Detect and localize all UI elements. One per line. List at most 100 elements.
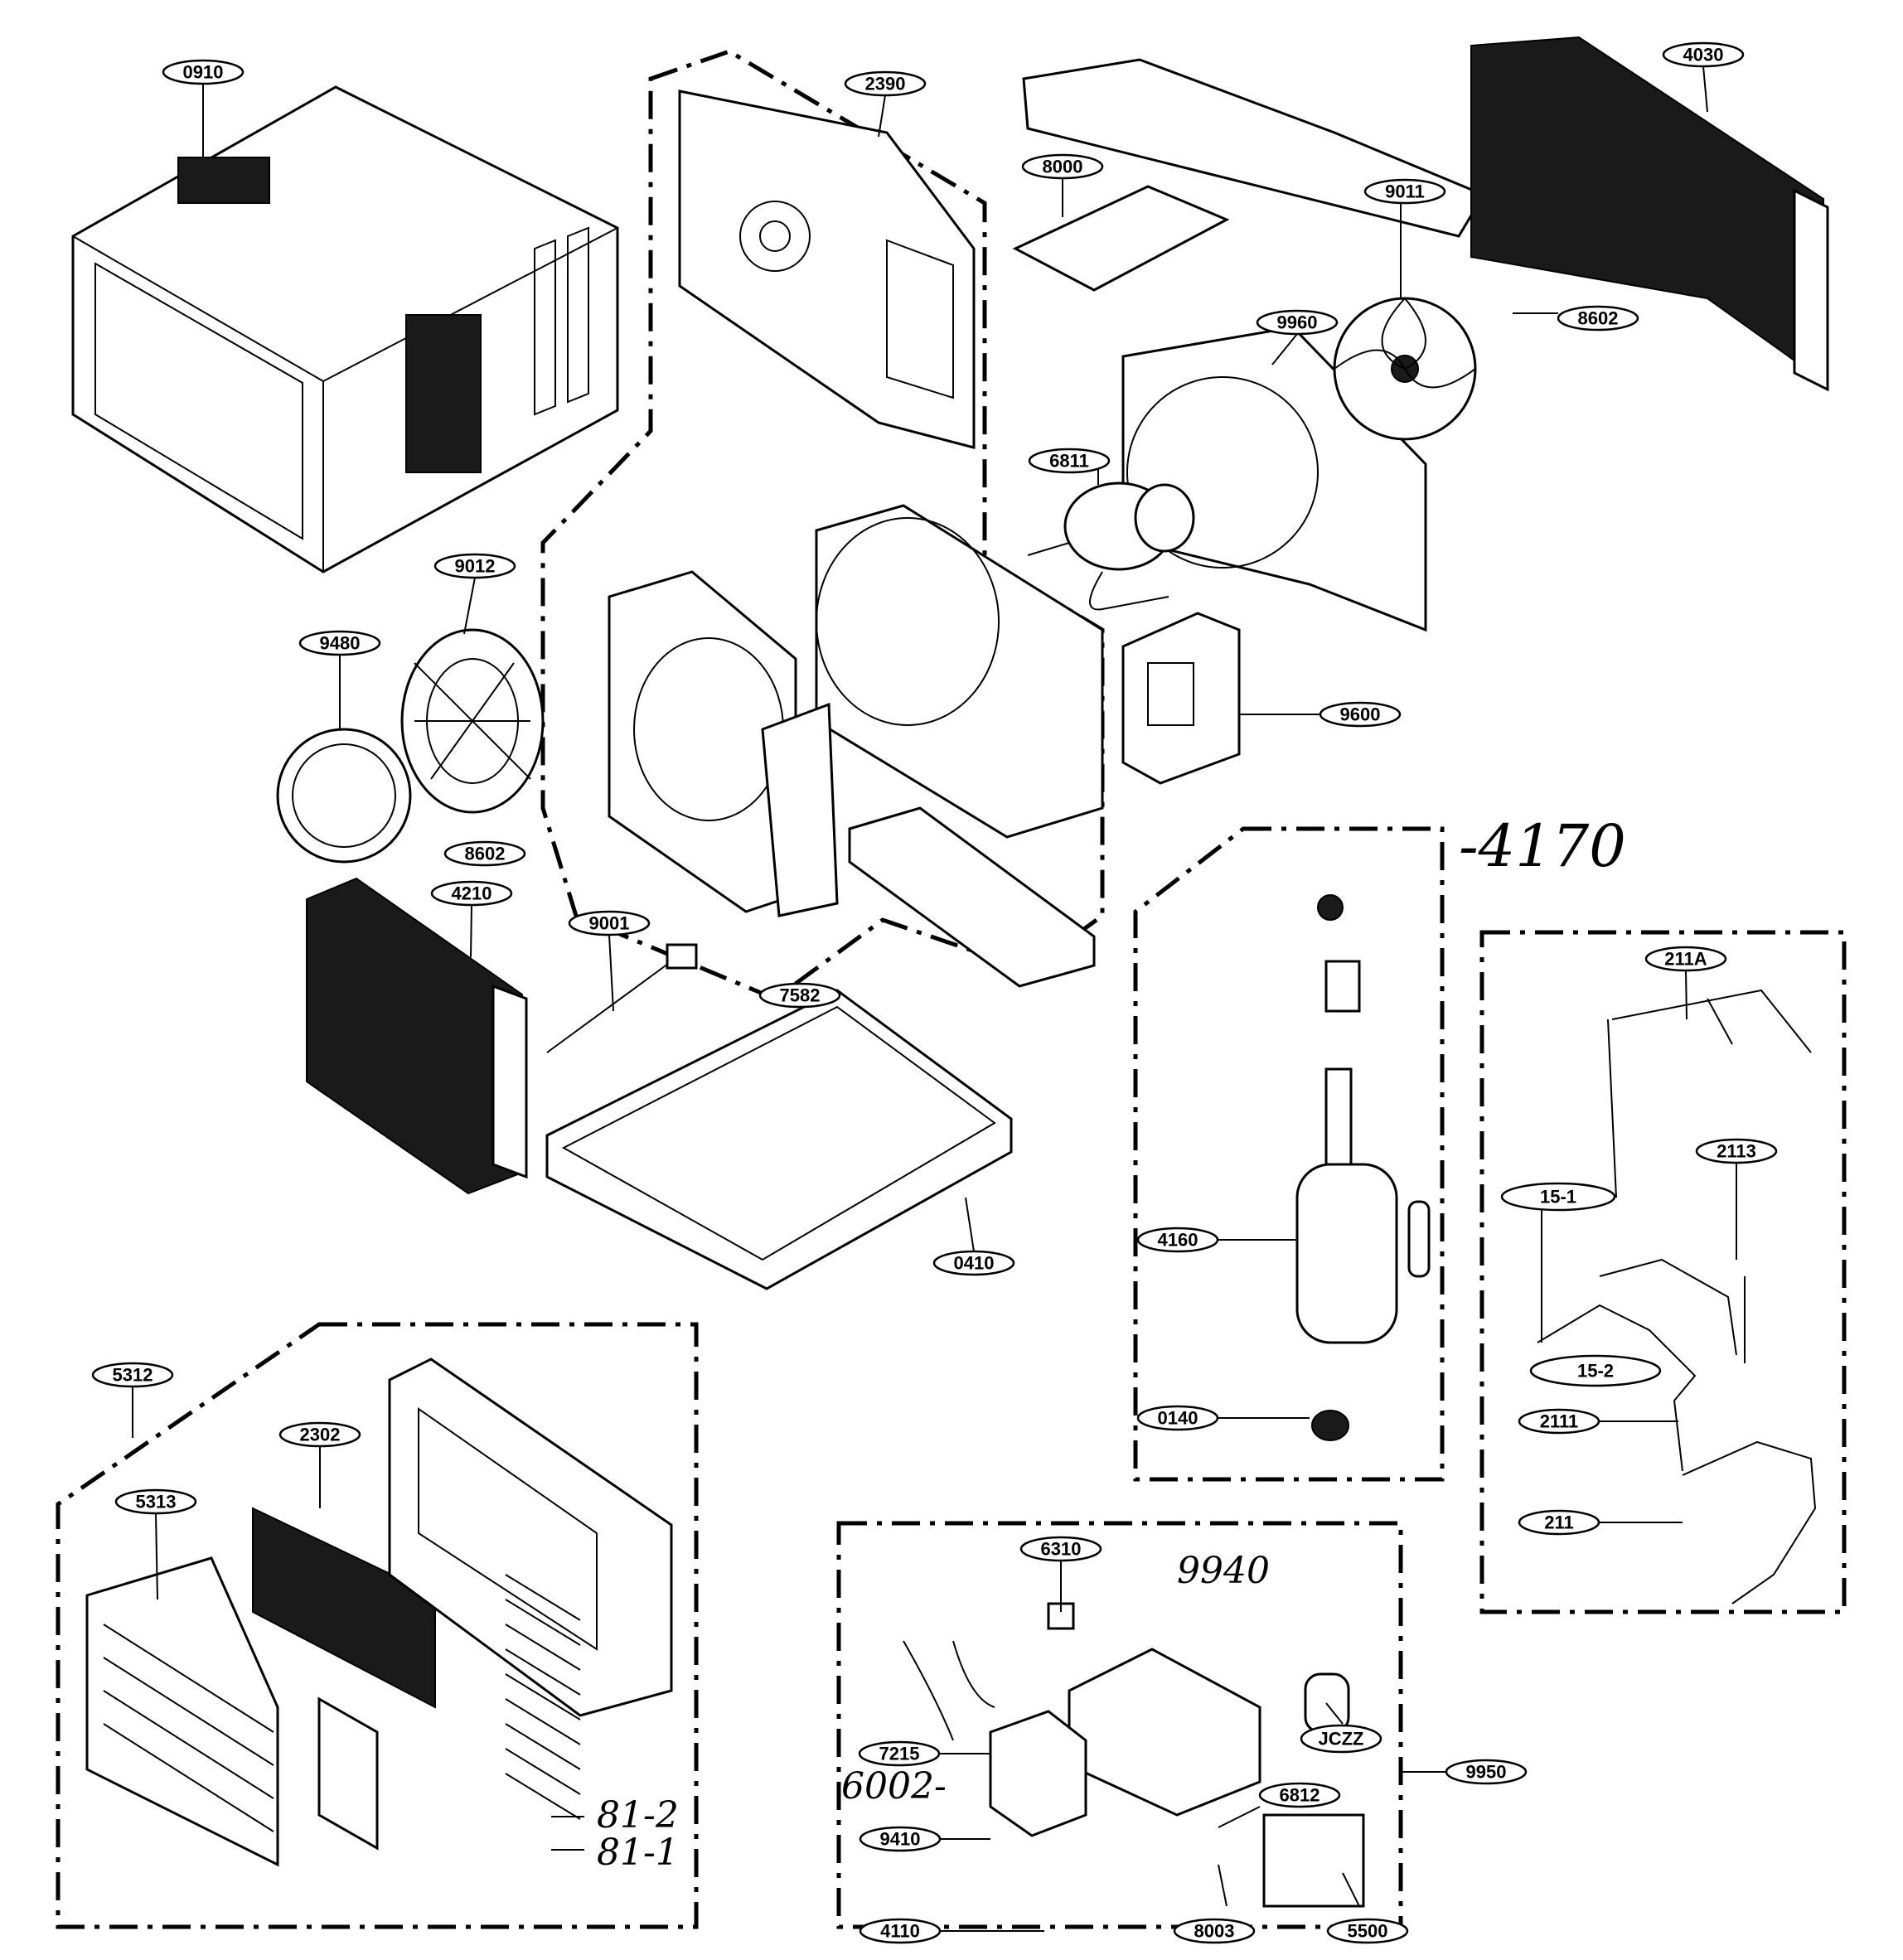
tag-9011: 9011 xyxy=(1363,178,1446,205)
refrigerant-tubes xyxy=(1537,989,1817,1604)
svg-text:9012: 9012 xyxy=(455,556,496,577)
svg-text:5313: 5313 xyxy=(136,1492,177,1512)
tag-211: 211 xyxy=(1518,1509,1600,1536)
svg-text:4160: 4160 xyxy=(1158,1230,1198,1251)
svg-text:9410: 9410 xyxy=(880,1829,921,1850)
tag-9480: 9480 xyxy=(298,630,381,656)
tag-4030: 4030 xyxy=(1662,41,1745,68)
tag-9001: 9001 xyxy=(568,910,651,936)
blower-scroll-housing xyxy=(815,504,1104,839)
louvers xyxy=(505,1574,581,1820)
svg-text:5312: 5312 xyxy=(113,1365,153,1386)
tag-0140: 0140 xyxy=(1136,1405,1219,1431)
condenser-fan-blade xyxy=(1333,297,1477,441)
svg-text:6310: 6310 xyxy=(1041,1539,1082,1560)
svg-text:211: 211 xyxy=(1544,1512,1574,1533)
svg-text:2111: 2111 xyxy=(1540,1411,1579,1432)
handwritten-9940: 9940 xyxy=(1177,1550,1270,1592)
base-pan xyxy=(545,989,1013,1290)
tag-8000: 8000 xyxy=(1021,153,1104,180)
tag-7582: 7582 xyxy=(758,982,841,1009)
cabinet-shell xyxy=(71,85,619,573)
svg-text:6812: 6812 xyxy=(1280,1785,1320,1806)
svg-text:7582: 7582 xyxy=(780,985,821,1006)
svg-text:8003: 8003 xyxy=(1194,1921,1235,1942)
tag-4110: 4110 xyxy=(859,1918,942,1944)
thermistor-sensor xyxy=(546,943,698,1053)
tag-5313: 5313 xyxy=(114,1488,197,1515)
svg-text:2302: 2302 xyxy=(300,1425,341,1445)
handwritten-81-2: 81-2 xyxy=(597,1794,679,1837)
svg-text:8000: 8000 xyxy=(1043,157,1083,177)
tag-15-2: 15-2 xyxy=(1529,1354,1662,1387)
svg-text:4210: 4210 xyxy=(452,883,492,904)
tag-6812: 6812 xyxy=(1258,1782,1341,1808)
tag-9410: 9410 xyxy=(859,1826,942,1852)
svg-text:JCZZ: JCZZ xyxy=(1319,1729,1364,1749)
svg-text:8602: 8602 xyxy=(465,844,506,864)
svg-text:15-1: 15-1 xyxy=(1540,1187,1576,1207)
svg-text:7215: 7215 xyxy=(879,1744,920,1764)
tag-15-1: 15-1 xyxy=(1500,1182,1616,1212)
svg-text:9001: 9001 xyxy=(589,913,630,934)
tag-9950: 9950 xyxy=(1445,1759,1528,1785)
svg-text:0140: 0140 xyxy=(1158,1408,1198,1429)
tag-0410: 0410 xyxy=(932,1250,1015,1276)
tag-6811: 6811 xyxy=(1028,448,1111,474)
svg-text:2113: 2113 xyxy=(1717,1141,1756,1162)
svg-text:2390: 2390 xyxy=(865,74,906,94)
group-boundary-blower xyxy=(540,49,1105,1001)
tag-6310: 6310 xyxy=(1019,1536,1102,1562)
tag-4210: 4210 xyxy=(430,880,513,907)
svg-text:9950: 9950 xyxy=(1466,1762,1507,1783)
control-bracket xyxy=(1121,612,1241,785)
handwritten-81-1: 81-1 xyxy=(597,1832,679,1874)
svg-text:8602: 8602 xyxy=(1578,308,1619,329)
tag-9012: 9012 xyxy=(433,553,516,579)
orifice-panel xyxy=(678,90,976,449)
blower-wheel xyxy=(400,628,545,814)
group-boundary-front-grille xyxy=(56,1322,699,1929)
front-grille xyxy=(85,1556,279,1867)
air-filter xyxy=(252,1507,436,1851)
condenser-coil xyxy=(1470,36,1829,392)
drain-channel xyxy=(848,806,1096,988)
front-frame xyxy=(388,1357,673,1717)
tag-2302: 2302 xyxy=(278,1421,361,1448)
tag-2113: 2113 xyxy=(1695,1138,1778,1164)
svg-text:6811: 6811 xyxy=(1049,451,1089,472)
group-boundary-refrigerant-tubes xyxy=(1479,930,1847,1614)
tag-2390: 2390 xyxy=(844,70,927,97)
tag-JCZZ: JCZZ xyxy=(1300,1724,1382,1754)
svg-text:9480: 9480 xyxy=(320,633,361,654)
tag-0910: 0910 xyxy=(162,59,245,85)
tag-9960: 9960 xyxy=(1256,309,1339,336)
svg-text:4110: 4110 xyxy=(880,1921,920,1942)
tag-2111: 2111 xyxy=(1518,1408,1600,1435)
svg-text:15-2: 15-2 xyxy=(1577,1361,1614,1382)
tag-211A: 211A xyxy=(1644,946,1727,972)
tag-7215: 7215 xyxy=(858,1740,941,1767)
handwritten-6002: 6002- xyxy=(841,1765,947,1808)
svg-text:0410: 0410 xyxy=(954,1253,995,1274)
svg-text:9011: 9011 xyxy=(1385,181,1425,202)
control-box xyxy=(903,1602,1365,1908)
svg-text:4030: 4030 xyxy=(1683,45,1724,65)
evaporator-coil xyxy=(306,877,528,1195)
svg-text:211A: 211A xyxy=(1664,949,1707,970)
fan-motor xyxy=(1027,482,1195,611)
tag-4160: 4160 xyxy=(1136,1227,1219,1253)
svg-text:0910: 0910 xyxy=(183,62,224,83)
tag-8602-left: 8602 xyxy=(443,840,526,867)
svg-text:5500: 5500 xyxy=(1348,1921,1388,1942)
shroud-ring xyxy=(276,728,412,864)
evaporator-frame xyxy=(608,570,839,917)
tag-5500: 5500 xyxy=(1326,1918,1409,1944)
handwritten-4170: -4170 xyxy=(1459,812,1626,880)
tag-5312: 5312 xyxy=(91,1362,174,1388)
svg-text:9600: 9600 xyxy=(1340,704,1381,725)
tag-8003: 8003 xyxy=(1173,1918,1256,1944)
svg-text:9960: 9960 xyxy=(1277,312,1318,333)
compressor xyxy=(1295,894,1431,1441)
